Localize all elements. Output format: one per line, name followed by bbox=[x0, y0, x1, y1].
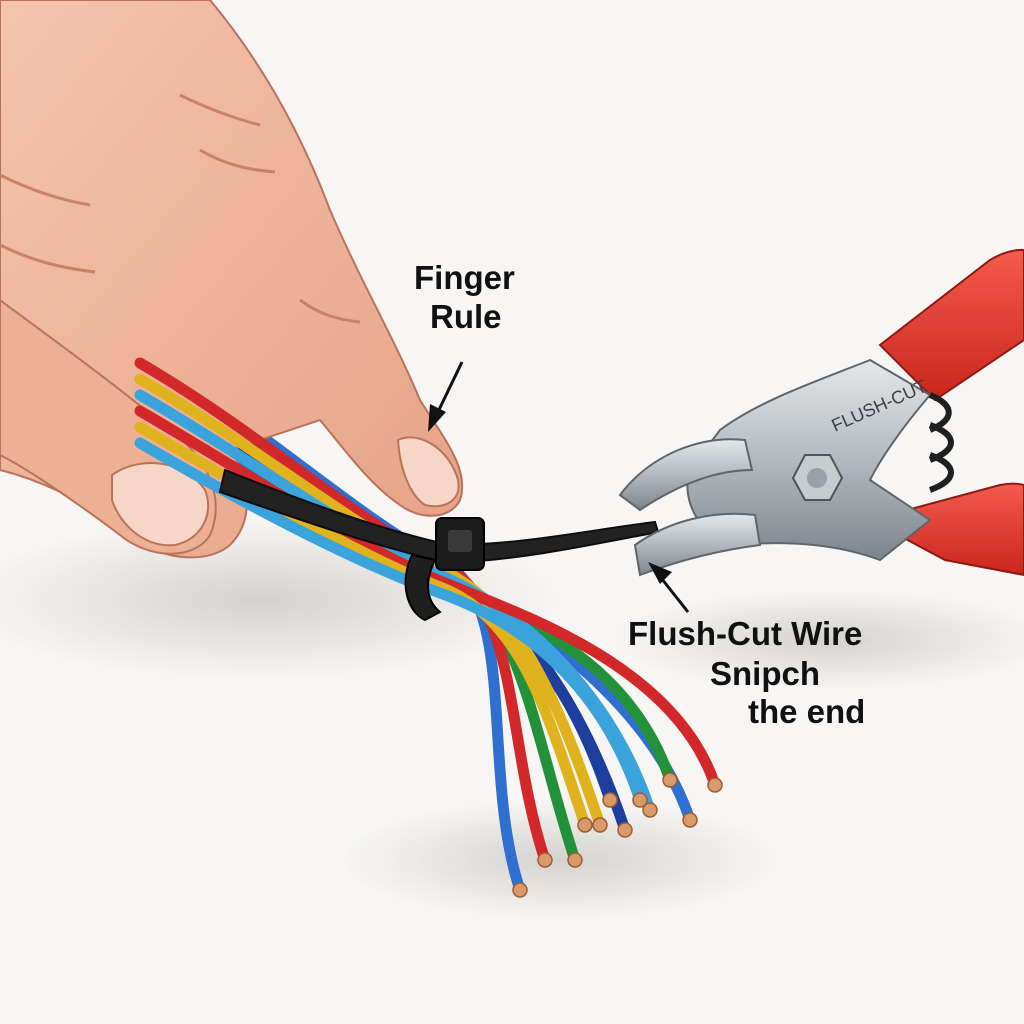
label-finger: Finger bbox=[414, 259, 515, 296]
copper-strand-end bbox=[577, 817, 593, 833]
copper-strand-end bbox=[707, 777, 723, 793]
cable-tie bbox=[218, 468, 660, 622]
copper-strand-end bbox=[662, 772, 678, 788]
copper-strand-end bbox=[642, 802, 658, 818]
pointer-arrow-flush-cut-icon bbox=[648, 562, 690, 613]
copper-strand-end bbox=[617, 822, 633, 838]
hand bbox=[0, 0, 464, 559]
copper-strand-end bbox=[682, 812, 698, 828]
label-the-end: the end bbox=[748, 693, 866, 730]
copper-strand-end bbox=[512, 882, 528, 898]
copper-strand-end bbox=[632, 792, 648, 808]
copper-strand-end bbox=[537, 852, 553, 868]
flush-cut-pliers bbox=[618, 248, 1024, 577]
copper-strand-end bbox=[567, 852, 583, 868]
label-flush-cut-wire: Flush-Cut Wire bbox=[628, 615, 863, 652]
pointer-arrow-finger-icon bbox=[428, 361, 464, 432]
wire bbox=[134, 405, 721, 791]
copper-strand-end bbox=[602, 792, 618, 808]
wire bbox=[134, 437, 646, 806]
copper-strand-end bbox=[592, 817, 608, 833]
label-snipch: Snipch bbox=[710, 655, 821, 692]
label-rule: Rule bbox=[430, 298, 502, 335]
